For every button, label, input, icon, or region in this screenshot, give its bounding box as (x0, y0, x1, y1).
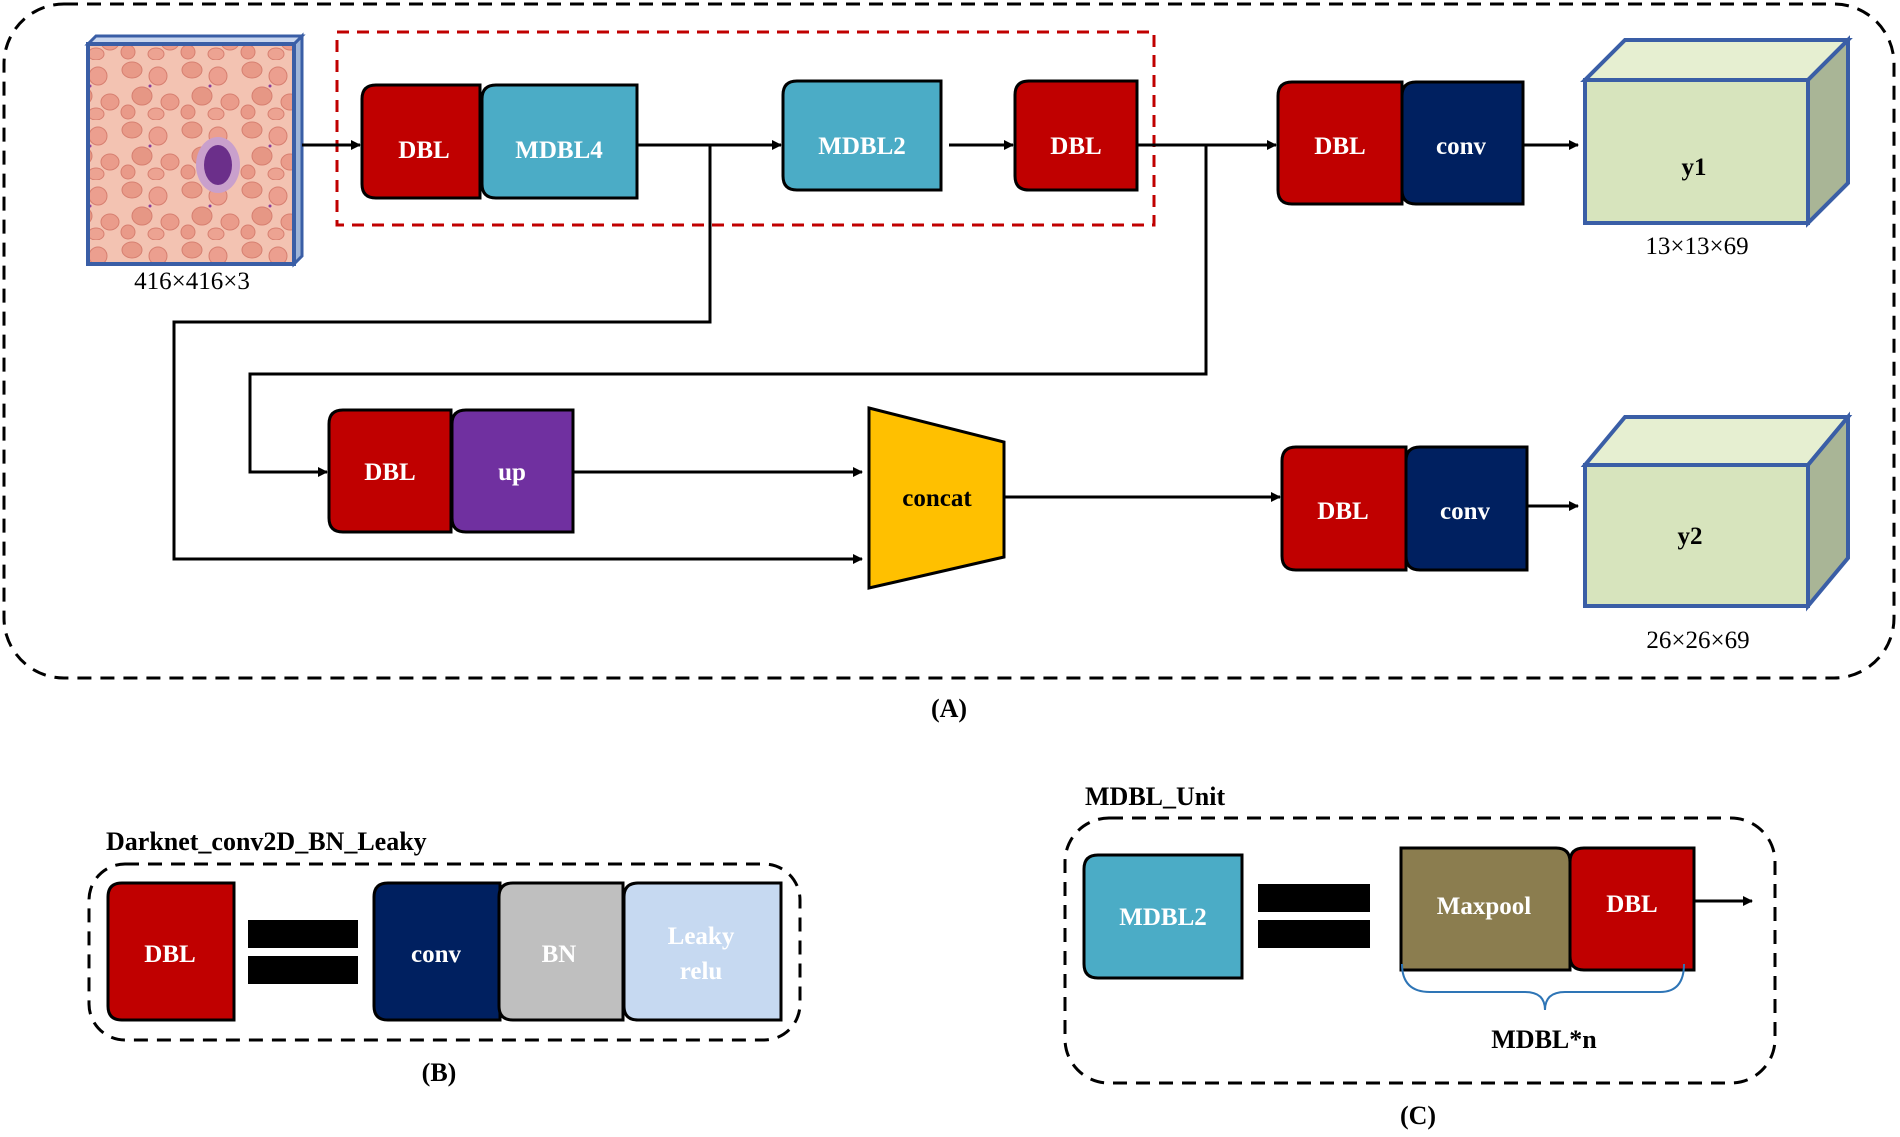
equals-bar-bottom (248, 956, 358, 984)
dbl-block-3: DBL (1276, 80, 1404, 206)
svg-text:Maxpool: Maxpool (1437, 893, 1532, 920)
svg-text:y2: y2 (1678, 523, 1703, 550)
up-block: up (450, 408, 575, 534)
panel-b-frame (87, 862, 802, 1042)
dbl-block-4: DBL (327, 408, 453, 534)
mdbl-n-label: MDBL*n (1491, 1025, 1597, 1054)
equals-bar-top (248, 920, 358, 948)
panel-b-title: Darknet_conv2D_BN_Leaky (106, 827, 427, 856)
svg-text:MDBL2: MDBL2 (818, 133, 906, 160)
dbl-block-2: DBL (1013, 79, 1139, 192)
equals-bar-top (1258, 884, 1370, 912)
mdbl-n-brace (1401, 963, 1685, 1011)
bn-legend-block: BN (497, 881, 625, 1022)
svg-text:Leaky: Leaky (668, 923, 735, 950)
panel-c: MDBL_Unit MDBL2 Maxpool DBL MDBL*n (C) (1063, 782, 1777, 1130)
backbone-highlight-frame (335, 30, 1156, 227)
svg-text:y1: y1 (1682, 154, 1707, 181)
svg-text:DBL: DBL (1050, 133, 1101, 160)
conv-block-1: conv (1400, 80, 1525, 206)
dbl-block-1: DBL (360, 83, 482, 200)
panel-b-caption: (B) (422, 1058, 457, 1087)
svg-text:conv: conv (1440, 498, 1491, 525)
svg-text:MDBL2: MDBL2 (1119, 904, 1207, 931)
svg-text:DBL: DBL (398, 137, 449, 164)
svg-text:DBL: DBL (1314, 133, 1365, 160)
panel-c-title: MDBL_Unit (1085, 782, 1225, 811)
svg-text:DBL: DBL (364, 459, 415, 486)
conv-legend-block: conv (372, 881, 502, 1022)
mdbl2-legend-block: MDBL2 (1082, 853, 1244, 980)
panel-c-frame (1063, 816, 1777, 1085)
blood-smear-image (84, 32, 306, 268)
output-cube-y1: y1 (1580, 35, 1853, 228)
maxpool-block: Maxpool (1399, 846, 1572, 972)
mdbl4-block: MDBL4 (480, 83, 639, 200)
svg-text:conv: conv (411, 941, 462, 968)
conv-block-2: conv (1404, 445, 1529, 572)
panel-a-caption: (A) (931, 694, 967, 723)
panel-a-frame (2, 2, 1896, 680)
concat-block: concat (867, 406, 1006, 590)
svg-text:concat: concat (902, 485, 972, 512)
panel-c-caption: (C) (1400, 1101, 1436, 1130)
svg-text:BN: BN (542, 941, 577, 968)
panel-b: Darknet_conv2D_BN_Leaky DBL conv BN Leak… (87, 827, 802, 1087)
dbl-block-5: DBL (1280, 445, 1408, 572)
dbl-legend-block: DBL (106, 881, 236, 1022)
panel-a: 416×416×3 DBL MDBL4 MDBL2 DBL DBL conv (2, 2, 1896, 723)
svg-text:DBL: DBL (144, 941, 195, 968)
y1-size-label: 13×13×69 (1645, 233, 1748, 260)
svg-text:DBL: DBL (1317, 498, 1368, 525)
y2-size-label: 26×26×69 (1646, 627, 1749, 654)
svg-text:DBL: DBL (1606, 891, 1657, 918)
svg-text:MDBL4: MDBL4 (515, 137, 603, 164)
leaky-relu-legend-block: Leaky relu (622, 881, 783, 1022)
output-cube-y2: y2 (1580, 411, 1853, 612)
svg-text:conv: conv (1436, 133, 1487, 160)
input-size-label: 416×416×3 (134, 268, 250, 295)
dbl-unit-block: DBL (1568, 846, 1696, 972)
equals-bar-bottom (1258, 920, 1370, 948)
svg-text:relu: relu (680, 958, 723, 985)
connectors (172, 140, 1579, 564)
svg-text:up: up (498, 459, 526, 486)
mdbl2-block: MDBL2 (781, 79, 943, 192)
